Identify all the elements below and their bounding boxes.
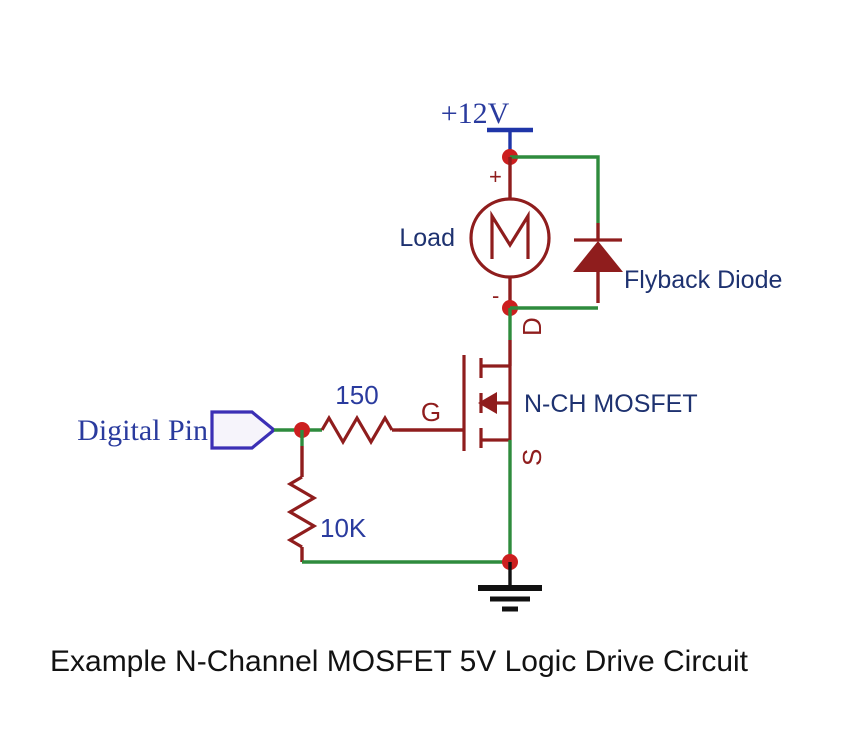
motor-body <box>469 197 551 279</box>
resistor-10k-symbol <box>286 430 318 562</box>
figure-caption: Example N-Channel MOSFET 5V Logic Drive … <box>50 645 749 678</box>
load-label: Load <box>399 224 455 252</box>
ground-symbol <box>478 562 542 612</box>
motor-m-glyph <box>490 210 530 259</box>
digital-pin-label: Digital Pin <box>77 414 208 447</box>
motor-minus-terminal-label: - <box>492 283 499 308</box>
supply-voltage-label: +12V <box>441 97 510 130</box>
resistor-150-value-label: 150 <box>335 380 378 410</box>
resistor-10k-value-label: 10K <box>320 513 367 543</box>
mosfet-symbol <box>399 355 512 451</box>
mosfet-type-label: N-CH MOSFET <box>524 390 698 418</box>
mosfet-drain-pin-label: D <box>517 317 547 336</box>
flyback-diode-label: Flyback Diode <box>624 266 782 294</box>
mosfet-source-pin-label: S <box>517 449 547 466</box>
resistor-150-symbol <box>302 414 399 446</box>
mosfet-gate-pin-label: G <box>421 397 441 427</box>
motor-plus-terminal-label: + <box>489 164 502 189</box>
wire-v12-to-diode <box>510 155 600 223</box>
digital-pin-connector[interactable] <box>210 410 277 450</box>
flyback-diode-symbol <box>573 223 623 303</box>
